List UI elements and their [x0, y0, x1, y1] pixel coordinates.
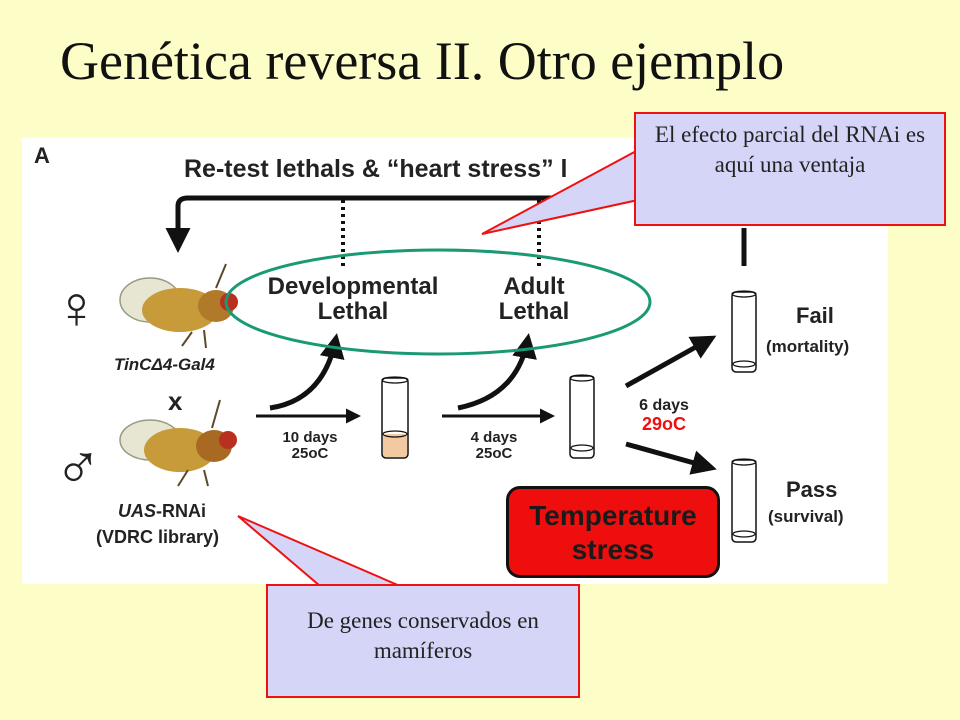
female-fly-image — [119, 263, 238, 349]
slide-title: Genética reversa II. Otro ejemplo — [60, 31, 785, 91]
male-symbol: ♂ — [54, 431, 102, 503]
retest-loop-line — [175, 195, 742, 242]
adult-lethal-line1: Adult — [503, 273, 565, 300]
step2-temp: 25oC — [475, 444, 513, 462]
pass-arrow — [625, 441, 717, 475]
female-line-label: TinCΔ4-Gal4 — [114, 355, 215, 374]
step3-label: 6 days 29oC — [626, 397, 702, 434]
step3-temp: 29oC — [641, 413, 686, 434]
vial-pass — [731, 458, 757, 543]
male-line-label: UAS-RNAi — [118, 502, 206, 521]
dev-lethal-label: Developmental Lethal — [242, 273, 464, 326]
callout-bottom-pointer — [237, 515, 401, 587]
male-line-suffix: -RNAi — [156, 501, 207, 521]
retest-label: Re-test lethals & “heart stress” l — [184, 155, 568, 183]
step2-label: 4 days 25oC — [456, 430, 532, 462]
temperature-stress-line2: stress — [571, 534, 655, 565]
pass-label: Pass — [786, 477, 838, 502]
callout-bottom: De genes conservados en mamíferos — [266, 584, 580, 698]
temperature-stress-box: Temperature stress — [506, 486, 720, 578]
vial-fail — [731, 290, 757, 373]
dev-lethal-line2: Lethal — [317, 298, 389, 326]
cross-symbol: x — [168, 386, 183, 416]
vial-1 — [381, 376, 409, 459]
diagram-graphics — [119, 195, 757, 543]
male-library-label: (VDRC library) — [96, 527, 220, 547]
step1-days: 10 days — [282, 429, 338, 446]
callout-top: El efecto parcial del RNAi es aquí una v… — [634, 112, 946, 226]
male-line-prefix: UAS — [118, 501, 157, 521]
step1-temp: 25oC — [291, 444, 329, 462]
vial-2 — [569, 374, 595, 459]
callout-top-pointer — [481, 148, 639, 235]
dev-lethal-curve-arrow — [269, 333, 345, 411]
dev-lethal-line1: Developmental — [267, 273, 439, 300]
temperature-stress-line1: Temperature — [529, 500, 697, 531]
male-fly-image — [119, 399, 237, 487]
female-symbol: ♀ — [54, 274, 99, 341]
panel-label: A — [34, 143, 50, 168]
step3-days: 6 days — [639, 397, 689, 414]
adult-lethal-line2: Lethal — [498, 298, 570, 326]
fail-label: Fail — [796, 303, 834, 328]
step1-label: 10 days 25oC — [272, 430, 348, 462]
lethal-highlight-ellipse — [224, 248, 652, 356]
fail-arrow — [624, 335, 717, 389]
adult-lethal-label: Adult Lethal — [484, 273, 584, 326]
pass-sublabel: (survival) — [768, 507, 844, 526]
step2-days: 4 days — [470, 429, 518, 446]
fail-sublabel: (mortality) — [766, 337, 850, 356]
